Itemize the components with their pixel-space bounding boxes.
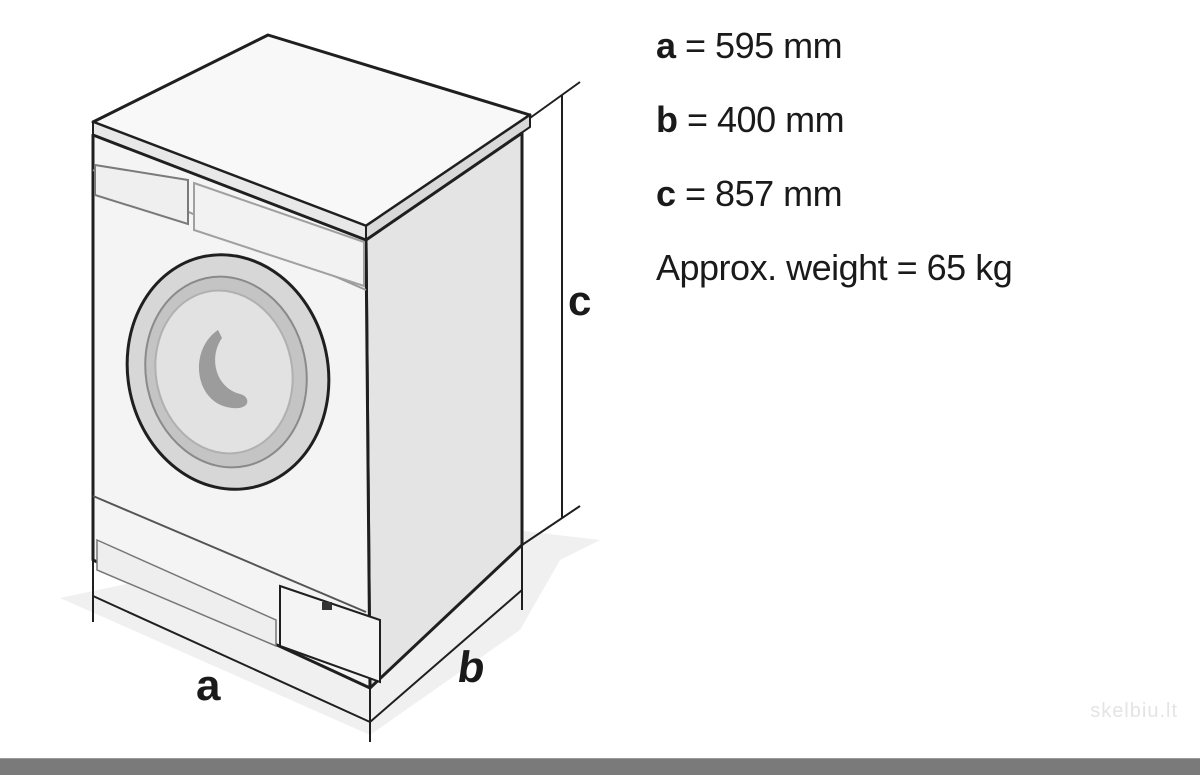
washing-machine-diagram <box>60 33 600 742</box>
dim-c-tick-bottom <box>521 505 581 546</box>
spec-value: = 595 mm <box>675 25 843 66</box>
door <box>125 253 331 491</box>
watermark: skelbiu.lt <box>1090 700 1178 722</box>
bottom-scrollbar[interactable] <box>0 758 1200 775</box>
dimension-label-c: c <box>568 277 592 324</box>
top-edge-side <box>365 113 531 242</box>
program-display <box>193 181 365 288</box>
dim-b-line <box>369 589 523 723</box>
spec-width: a = 595 mm <box>656 28 1012 68</box>
plinth-lower <box>96 538 277 648</box>
spec-key: a <box>656 25 676 66</box>
dimension-label-a: a <box>196 661 221 710</box>
spec-height: c = 857 mm <box>656 176 1012 216</box>
door-glass <box>154 289 294 455</box>
detergent-drawer <box>94 163 189 226</box>
spec-key: c <box>656 173 676 214</box>
dimension-lines <box>92 81 581 742</box>
spec-depth: b = 400 mm <box>656 102 1012 142</box>
spec-value: = 400 mm <box>677 99 845 140</box>
drum-shape <box>198 330 248 409</box>
dim-c-tick-top <box>529 81 581 119</box>
spec-value: Approx. weight = 65 kg <box>656 247 1013 288</box>
filter-cover <box>279 584 381 684</box>
spec-key: b <box>656 99 678 140</box>
filter-button <box>322 602 332 610</box>
plinth-line <box>92 495 367 613</box>
spec-weight: Approx. weight = 65 kg <box>656 247 1013 290</box>
spec-value: = 857 mm <box>675 173 843 214</box>
dim-a-line <box>92 595 371 723</box>
dimension-specs: a = 595 mm b = 400 mm c = 857 mm Approx.… <box>656 28 1013 324</box>
